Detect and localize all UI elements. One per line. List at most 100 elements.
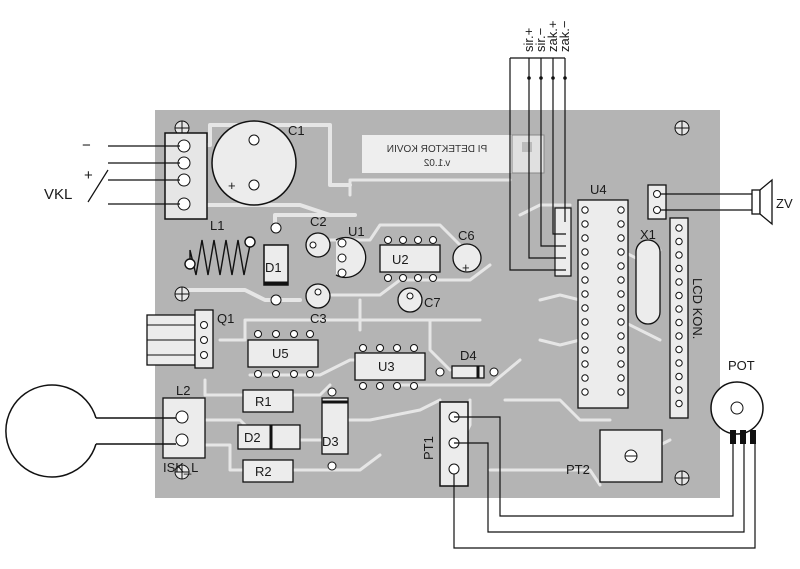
- svg-text:+: +: [228, 178, 236, 193]
- label-l1: L1: [210, 218, 224, 233]
- coil-connector-l2: [162, 397, 206, 459]
- pin-pad: [617, 276, 625, 284]
- label-u5: U5: [272, 346, 289, 361]
- diode-d4: [435, 365, 499, 379]
- label-u3: U3: [378, 359, 395, 374]
- pin-pad: [675, 251, 683, 259]
- capacitor-c6: +: [452, 243, 482, 275]
- pin-pad: [581, 332, 589, 340]
- label-d4: D4: [460, 348, 477, 363]
- transistor-q1: [146, 309, 214, 369]
- pin-pad: [675, 386, 683, 394]
- mounting-holes: [174, 120, 690, 486]
- pin-pad: [675, 224, 683, 232]
- label-q1: Q1: [217, 311, 234, 326]
- mounting-hole-br: [674, 470, 690, 486]
- crystal-x1: [635, 239, 661, 325]
- label-sir-plus: sir.+: [521, 28, 536, 52]
- potentiometer-pot: [710, 381, 764, 444]
- ic-u2: [379, 236, 441, 282]
- pin-pad: [581, 234, 589, 242]
- label-d2: D2: [244, 430, 261, 445]
- pin-pad: [675, 318, 683, 327]
- mounting-hole-ml: [174, 286, 190, 302]
- pin-pad: [581, 290, 589, 298]
- pin-pad: [581, 318, 589, 326]
- diode-d1: [263, 222, 289, 306]
- pin-pad: [581, 374, 589, 382]
- label-r1: R1: [255, 394, 272, 409]
- pin-pad: [617, 234, 625, 242]
- pin-pad: [581, 248, 589, 256]
- pin-pad: [581, 360, 589, 368]
- label-d1: D1: [265, 260, 282, 275]
- pin-pad: [617, 388, 625, 396]
- inductor-l1: [184, 236, 256, 276]
- lcd-connector: [669, 217, 689, 419]
- pin-pad: [675, 372, 683, 381]
- pin-pad: [617, 318, 625, 326]
- pin-pad: [675, 291, 683, 300]
- pin-pad: [581, 388, 589, 396]
- pin-pad: [581, 346, 589, 354]
- pin-pad: [675, 345, 683, 354]
- pin-pad: [617, 248, 625, 256]
- mounting-hole-tr: [674, 120, 690, 136]
- pin-pad: [581, 262, 589, 270]
- label-u4: U4: [590, 182, 607, 197]
- label-c6: C6: [458, 228, 475, 243]
- pin-pad: [581, 206, 589, 214]
- trimmer-pt2: [599, 429, 663, 483]
- label-sir-minus: sir.−: [533, 28, 548, 52]
- pin-pad: [581, 276, 589, 284]
- capacitor-c3: [305, 283, 331, 309]
- pin-pad: [617, 262, 625, 270]
- mounting-hole-tl: [174, 120, 190, 136]
- label-c3: C3: [310, 311, 327, 326]
- capacitor-c1: +: [211, 120, 297, 206]
- label-d3: D3: [322, 434, 339, 449]
- speaker-zv: [660, 178, 773, 226]
- title-mark: [511, 134, 545, 174]
- title-box: [362, 135, 512, 173]
- label-minus: −: [82, 137, 91, 154]
- resistor-r1: [242, 389, 294, 413]
- svg-text:+: +: [462, 260, 470, 275]
- pin-pad: [617, 360, 625, 368]
- pot-wires: [453, 416, 756, 549]
- power-wires: [87, 145, 180, 205]
- label-zak-plus: zak.+: [545, 21, 560, 52]
- capacitor-c7: [397, 287, 423, 313]
- mounting-hole-bl: [174, 464, 190, 480]
- pin-pad: [675, 359, 683, 367]
- board-version: v.1.02: [423, 158, 450, 169]
- top-wires: [509, 57, 566, 271]
- label-zv: ZV: [776, 196, 793, 211]
- label-r2: R2: [255, 464, 272, 479]
- resistor-r2: [242, 459, 294, 483]
- label-zak-minus: zak.−: [557, 21, 572, 52]
- label-c7: C7: [424, 295, 441, 310]
- pin-pad: [617, 346, 625, 354]
- pin-pad: [617, 304, 625, 312]
- pin-pad: [617, 332, 625, 340]
- label-u2: U2: [392, 252, 409, 267]
- pin-pad: [675, 399, 683, 408]
- label-pt2: PT2: [566, 462, 590, 477]
- pin-pad: [675, 278, 683, 286]
- capacitor-c2: [305, 232, 331, 258]
- label-pt1: PT1: [421, 436, 436, 460]
- label-isk-l: ISK_L: [163, 460, 198, 475]
- regulator-u1: [335, 236, 367, 279]
- pin-pad: [581, 304, 589, 312]
- board-title: PI DETEKTOR KOVIN: [387, 144, 487, 155]
- label-plus: +: [84, 167, 93, 184]
- pin-pad: [675, 237, 683, 246]
- label-lcd-kon: LCD KON.: [690, 278, 705, 339]
- pin-pad: [617, 206, 625, 214]
- pin-pad: [581, 220, 589, 228]
- wire-header: [554, 207, 572, 277]
- ic-u3: [354, 344, 426, 390]
